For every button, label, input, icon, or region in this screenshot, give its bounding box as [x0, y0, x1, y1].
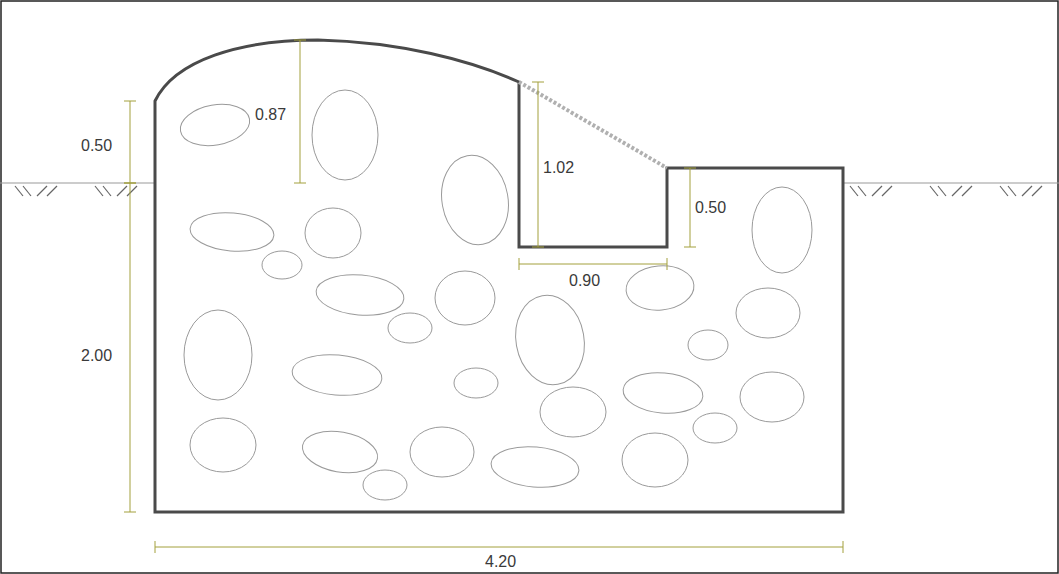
original-slope [519, 82, 667, 168]
stone [435, 271, 495, 325]
stone [305, 208, 361, 258]
stone [435, 150, 516, 250]
stone [314, 271, 405, 319]
dimension-label: 1.02 [542, 159, 575, 177]
stone-fill [177, 90, 812, 500]
stone [299, 426, 381, 479]
hatch-stroke [1000, 186, 1008, 196]
dimension-stroke [124, 101, 136, 102]
hatch-stroke [117, 186, 127, 196]
hatch-stroke [930, 186, 938, 196]
dimension-stroke [532, 247, 544, 248]
stone [363, 470, 407, 500]
stone [190, 418, 256, 472]
stone [454, 368, 498, 398]
hatch-stroke [872, 186, 882, 196]
hatch-stroke [938, 186, 946, 196]
stone [740, 372, 804, 422]
hatch-stroke [1022, 186, 1032, 196]
stone [312, 90, 378, 180]
dimension-stroke [294, 183, 306, 184]
hatch-stroke [95, 186, 103, 196]
hatch-stroke [127, 186, 137, 196]
stone [509, 290, 592, 390]
dimension-stroke [124, 183, 136, 184]
stone [693, 413, 737, 443]
dimension-stroke [538, 82, 539, 247]
hatch-stroke [962, 186, 972, 196]
stone [621, 370, 704, 417]
dimension-stroke [532, 82, 544, 83]
dimension-label: 0.90 [568, 272, 601, 290]
dimension-stroke [155, 547, 843, 548]
hatch-stroke [952, 186, 962, 196]
dimension-stroke [843, 541, 844, 553]
stone [540, 387, 606, 437]
hatch-stroke [1032, 186, 1042, 196]
hatch-stroke [850, 186, 858, 196]
ground-hatch [15, 186, 1042, 196]
dimension-stroke [294, 40, 306, 41]
dimension-label: 0.87 [254, 106, 287, 124]
stone [290, 351, 383, 399]
hatch-stroke [882, 186, 892, 196]
dimension-label: 2.00 [80, 347, 113, 365]
hatch-stroke [103, 186, 111, 196]
stone [489, 443, 580, 491]
dimension-label: 0.50 [694, 199, 727, 217]
stone [262, 251, 302, 279]
stone [189, 209, 276, 254]
stone [410, 427, 474, 477]
stone [688, 330, 728, 360]
hatch-stroke [858, 186, 866, 196]
stone [388, 313, 432, 343]
dimension-stroke [300, 40, 301, 183]
hatch-stroke [1008, 186, 1016, 196]
dimension-stroke [684, 168, 696, 169]
hatch-stroke [23, 186, 31, 196]
dimension-stroke [130, 101, 131, 183]
dimension-label: 0.50 [80, 137, 113, 155]
dimension-stroke [124, 512, 136, 513]
stone [752, 187, 812, 273]
stone [184, 310, 252, 400]
hatch-stroke [15, 186, 23, 196]
dimension-stroke [690, 168, 691, 247]
stone [624, 263, 696, 313]
dimension-stroke [124, 183, 136, 184]
dimension-stroke [519, 258, 520, 270]
ground-line [0, 183, 1059, 184]
stone [736, 288, 800, 338]
dimension-stroke [155, 541, 156, 553]
dimension-stroke [667, 258, 668, 270]
stone [177, 99, 253, 151]
dimension-label: 4.20 [484, 553, 517, 571]
stone [622, 433, 688, 487]
dimension-stroke [684, 247, 696, 248]
dimension-stroke [130, 183, 131, 512]
foundation-outline [155, 40, 843, 512]
hatch-stroke [47, 186, 57, 196]
dimension-lines [124, 40, 843, 553]
dimension-stroke [519, 264, 667, 265]
hatch-stroke [37, 186, 47, 196]
